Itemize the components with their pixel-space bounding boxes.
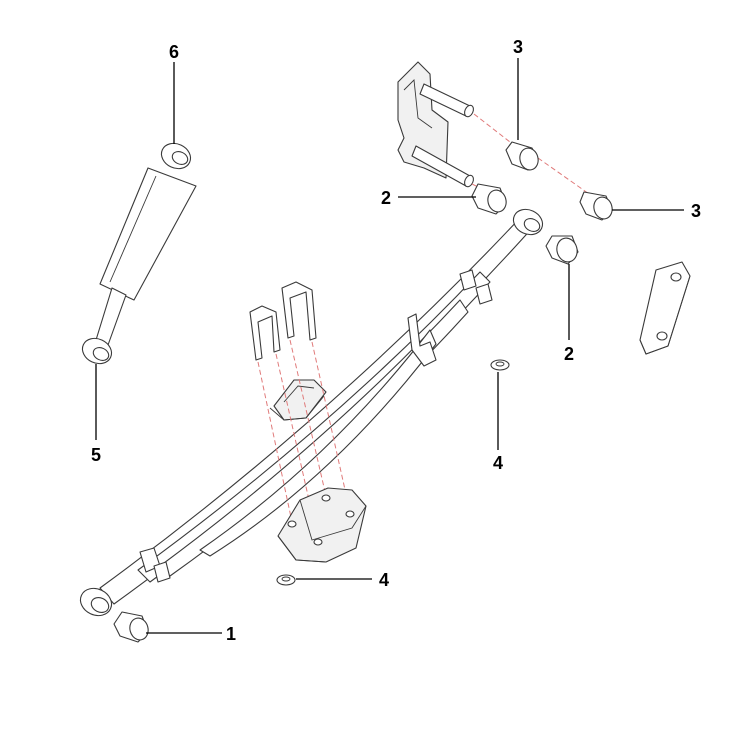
spring-rear-eye bbox=[512, 208, 544, 236]
callout-2-left: 2 bbox=[381, 188, 391, 208]
callout-3-right: 3 bbox=[691, 201, 701, 221]
callout-2-right: 2 bbox=[564, 344, 574, 364]
leaf-spring bbox=[99, 217, 535, 605]
callout-1: 1 bbox=[226, 624, 236, 644]
assembly-lines-u-bolts bbox=[257, 339, 351, 541]
bushing-2-bracket bbox=[471, 183, 507, 215]
callout-5: 5 bbox=[91, 445, 101, 465]
shackle-bracket bbox=[397, 61, 474, 188]
callout-4-upper: 4 bbox=[493, 453, 503, 473]
shock-top-bushing bbox=[160, 142, 192, 170]
bushing-3-upper bbox=[505, 141, 539, 171]
shock-absorber bbox=[81, 142, 197, 365]
callout-4-lower: 4 bbox=[379, 570, 389, 590]
bushing-1 bbox=[113, 611, 149, 643]
u-bolt-plate bbox=[277, 487, 367, 563]
spring-front-eye bbox=[79, 587, 113, 617]
assembly-lines-pins bbox=[471, 113, 593, 197]
leader-lines bbox=[95, 58, 684, 634]
bushing-3-right bbox=[579, 191, 613, 221]
bushing-2-loose bbox=[545, 235, 579, 265]
nut-4-upper bbox=[490, 359, 510, 371]
callout-6: 6 bbox=[169, 42, 179, 62]
nut-4-lower bbox=[276, 574, 296, 586]
shock-bottom-bushing bbox=[81, 337, 113, 365]
spring-seat-block bbox=[269, 379, 327, 421]
u-bolts bbox=[249, 281, 317, 361]
callout-3-top: 3 bbox=[513, 37, 523, 57]
shackle-plate bbox=[639, 261, 691, 355]
